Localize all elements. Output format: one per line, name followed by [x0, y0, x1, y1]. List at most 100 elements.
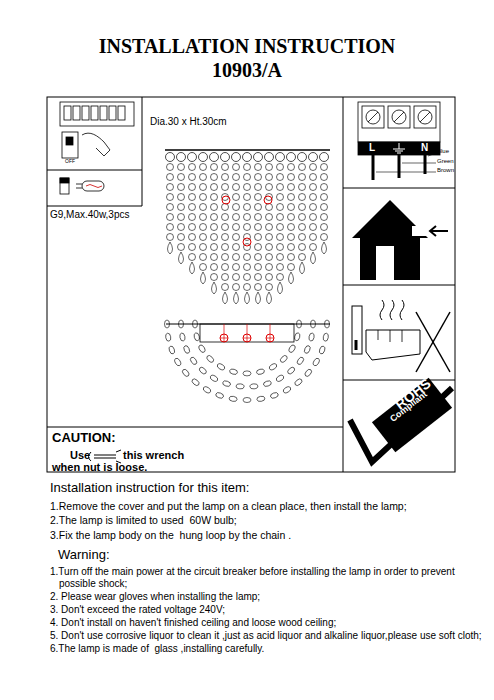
- crystal: [255, 244, 262, 251]
- crystal: [288, 244, 295, 251]
- crystal: [277, 224, 284, 231]
- bulb-mark: [243, 238, 251, 246]
- crystal: [189, 224, 196, 231]
- crystal: [189, 204, 196, 211]
- crystal: [189, 244, 196, 251]
- crystal: [178, 224, 185, 231]
- crystal: [299, 184, 306, 191]
- crystal: [310, 174, 317, 181]
- crystal: [266, 274, 273, 281]
- rohs-badge: [350, 378, 452, 462]
- warning-item: 5. Don't use corrosive liquor to clean i…: [48, 630, 486, 642]
- crystal: [167, 204, 174, 211]
- crystal: [244, 184, 251, 191]
- crystal: [222, 204, 229, 211]
- frame: [47, 97, 455, 472]
- teardrop-crystal: [201, 272, 206, 284]
- crystal: [233, 274, 240, 281]
- bead-strand: [297, 320, 302, 328]
- wire-color: Green: [437, 158, 454, 165]
- crystal: [200, 214, 207, 221]
- bead-strand: [174, 357, 182, 366]
- crystal: [221, 153, 230, 162]
- bead-strand: [311, 320, 316, 328]
- crystal: [178, 184, 185, 191]
- crystal: [277, 234, 284, 241]
- crystal: [200, 194, 207, 201]
- chandelier-drawing: [165, 150, 331, 403]
- caution-text: when nut is loose.: [52, 461, 147, 474]
- bead-strand: [179, 333, 186, 342]
- crystal: [188, 153, 197, 162]
- crystal: [233, 224, 240, 231]
- crystal: [288, 264, 295, 271]
- crystal: [255, 184, 262, 191]
- bead-strand: [296, 356, 305, 365]
- crystal: [255, 254, 262, 261]
- bulb-mark: [220, 324, 228, 342]
- canopy-bar: [165, 149, 330, 151]
- crystal: [222, 244, 229, 251]
- crystal: [233, 284, 240, 291]
- bead-strand: [288, 344, 296, 353]
- crystal: [310, 194, 317, 201]
- teardrop-crystal: [267, 292, 272, 304]
- bead-strand: [323, 333, 329, 342]
- breaker-panel: [60, 102, 134, 158]
- bead-strand: [222, 380, 231, 387]
- crystal: [243, 153, 252, 162]
- bead-strand: [191, 378, 200, 387]
- crystal: [233, 244, 240, 251]
- crystal: [211, 254, 218, 261]
- bead-strand: [287, 366, 296, 375]
- crystal: [233, 254, 240, 261]
- teardrop-crystal: [212, 282, 217, 294]
- bead-strand: [229, 368, 238, 375]
- crystal: [310, 244, 317, 251]
- crystal: [244, 164, 251, 171]
- earth-symbol: [393, 143, 405, 153]
- crystal: [277, 274, 284, 281]
- bead-strand: [282, 386, 291, 394]
- bulb-mark: [222, 196, 230, 204]
- crystal: [321, 224, 328, 231]
- crystal: [210, 153, 219, 162]
- crystal: [222, 284, 229, 291]
- warning-item: 6.The lamp is made of glass ,installing …: [48, 643, 486, 655]
- caution-heading: CAUTION:: [52, 430, 116, 446]
- crystal: [288, 214, 295, 221]
- crystal: [299, 164, 306, 171]
- crystal: [299, 174, 306, 181]
- crystal: [255, 174, 262, 181]
- crystal: [189, 234, 196, 241]
- wire-color: Brown: [437, 167, 454, 174]
- crystal: [277, 244, 284, 251]
- crystal: [178, 174, 185, 181]
- crystal: [189, 184, 196, 191]
- bead-strand: [202, 386, 211, 394]
- crystal: [309, 153, 318, 162]
- crystal: [310, 164, 317, 171]
- instruction-step: 3.Fix the lamp body on the hung loop by …: [48, 529, 486, 542]
- crystal: [222, 194, 229, 201]
- crystal: [211, 184, 218, 191]
- bead-strand: [215, 392, 224, 399]
- crystal: [244, 204, 251, 211]
- bead-strand: [308, 333, 315, 342]
- bulb-icon: [60, 178, 104, 194]
- terminal-label: N: [421, 142, 428, 154]
- crystal: [266, 194, 273, 201]
- crystal: [287, 153, 296, 162]
- heat-warning-icon: [352, 300, 450, 372]
- crystal: [310, 234, 317, 241]
- bead-strand: [275, 374, 284, 382]
- crystal: [321, 164, 328, 171]
- crystal: [166, 153, 175, 162]
- crystal: [222, 224, 229, 231]
- teardrop-crystal: [278, 282, 283, 294]
- crystal: [211, 204, 218, 211]
- crystal: [199, 153, 208, 162]
- crystal: [189, 214, 196, 221]
- crystal: [320, 153, 329, 162]
- bead-strand: [268, 363, 277, 371]
